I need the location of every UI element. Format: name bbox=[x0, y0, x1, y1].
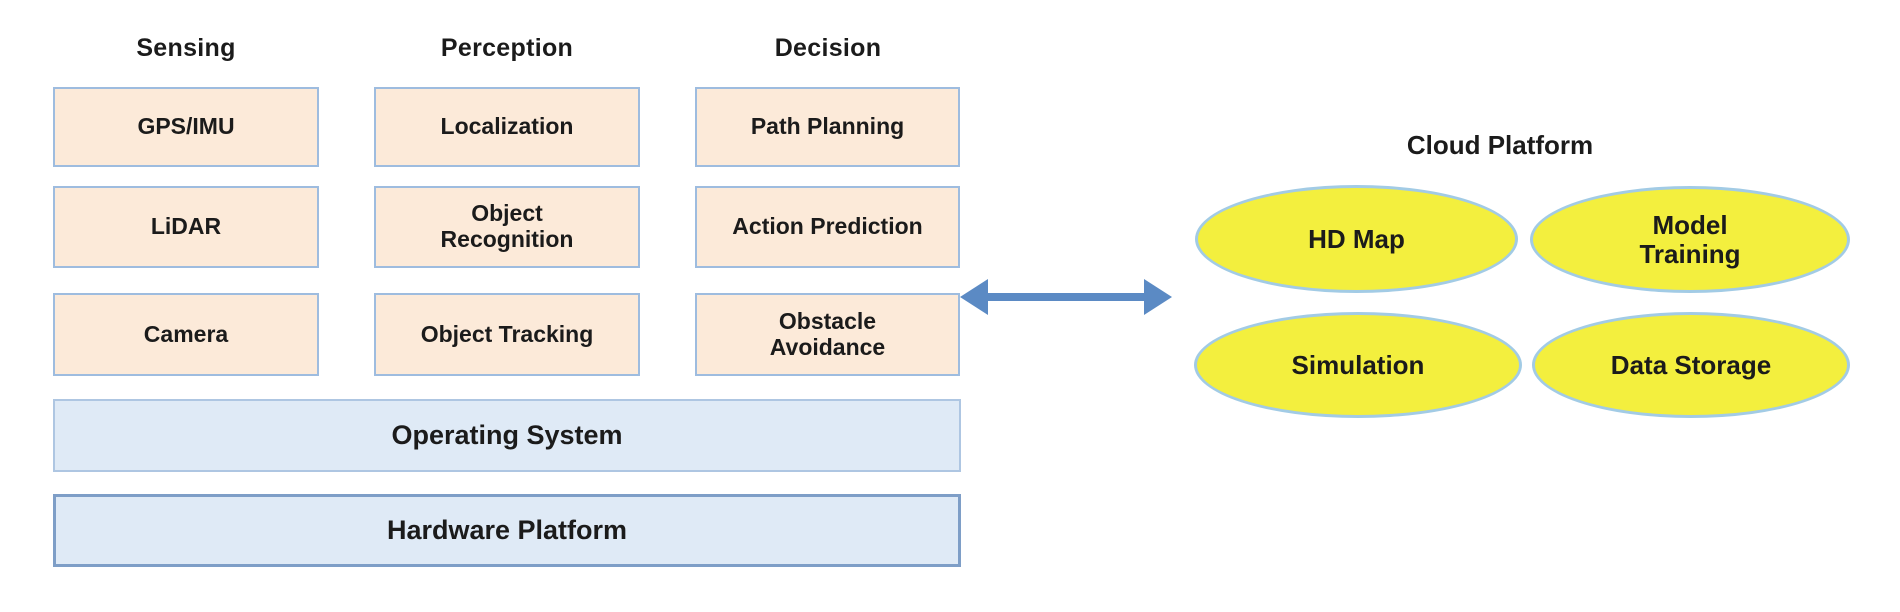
column-header-perception: Perception bbox=[440, 34, 574, 62]
ellipse-simulation: Simulation bbox=[1194, 312, 1522, 418]
box-action-prediction: Action Prediction bbox=[695, 186, 960, 268]
box-gps-imu: GPS/IMU bbox=[53, 87, 319, 167]
box-object-tracking: Object Tracking bbox=[374, 293, 640, 376]
bar-hardware-platform: Hardware Platform bbox=[53, 494, 961, 567]
box-lidar: LiDAR bbox=[53, 186, 319, 268]
bar-operating-system: Operating System bbox=[53, 399, 961, 472]
double-arrow-icon bbox=[960, 279, 1172, 315]
ellipse-data-storage: Data Storage bbox=[1532, 312, 1850, 418]
column-header-sensing: Sensing bbox=[136, 34, 236, 62]
box-localization: Localization bbox=[374, 87, 640, 167]
box-obstacle-avoidance: Obstacle Avoidance bbox=[695, 293, 960, 376]
ellipse-model-training: Model Training bbox=[1530, 186, 1850, 293]
cloud-platform-title: Cloud Platform bbox=[1406, 130, 1594, 160]
column-header-decision: Decision bbox=[774, 34, 882, 62]
ellipse-hd-map: HD Map bbox=[1195, 185, 1518, 293]
box-object-recognition: Object Recognition bbox=[374, 186, 640, 268]
box-path-planning: Path Planning bbox=[695, 87, 960, 167]
box-camera: Camera bbox=[53, 293, 319, 376]
